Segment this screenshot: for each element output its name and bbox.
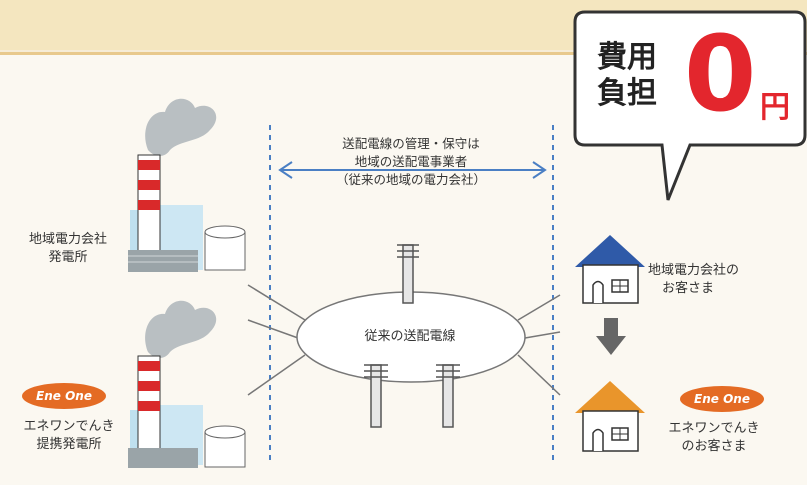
cost-unit: 円 <box>760 90 790 125</box>
top-right-customer-label: 地域電力会社の お客さま <box>648 263 740 296</box>
utility-pole-icon <box>436 364 460 428</box>
power-plant-bottom-icon <box>128 300 246 468</box>
ene-one-badge-right: Ene One <box>680 386 764 412</box>
grid-label: 従来の送配電線 <box>364 329 456 344</box>
management-arrow <box>278 161 547 179</box>
bottom-left-station-label: エネワンでんき 提携発電所 <box>23 419 115 452</box>
power-plant-top-icon <box>128 98 246 272</box>
top-left-station-label: 地域電力会社 発電所 <box>28 232 107 265</box>
bottom-right-customer-label: エネワンでんき のお客さま <box>668 421 760 454</box>
ene-one-badge-left: Ene One <box>22 383 106 409</box>
management-note: 送配電線の管理・保守は 地域の送配電事業者 （従来の地域の電力会社） <box>335 136 486 187</box>
cost-label: 費用 負担 <box>597 40 657 111</box>
transmission-lines <box>247 284 561 396</box>
utility-pole-icon <box>397 244 419 304</box>
cost-amount: 0 <box>684 13 757 135</box>
cost-speech-bubble <box>573 10 807 201</box>
utility-pole-icon <box>364 364 388 428</box>
house-orange-icon <box>575 381 645 452</box>
down-arrow-icon <box>596 318 626 355</box>
house-blue-icon <box>575 235 645 304</box>
